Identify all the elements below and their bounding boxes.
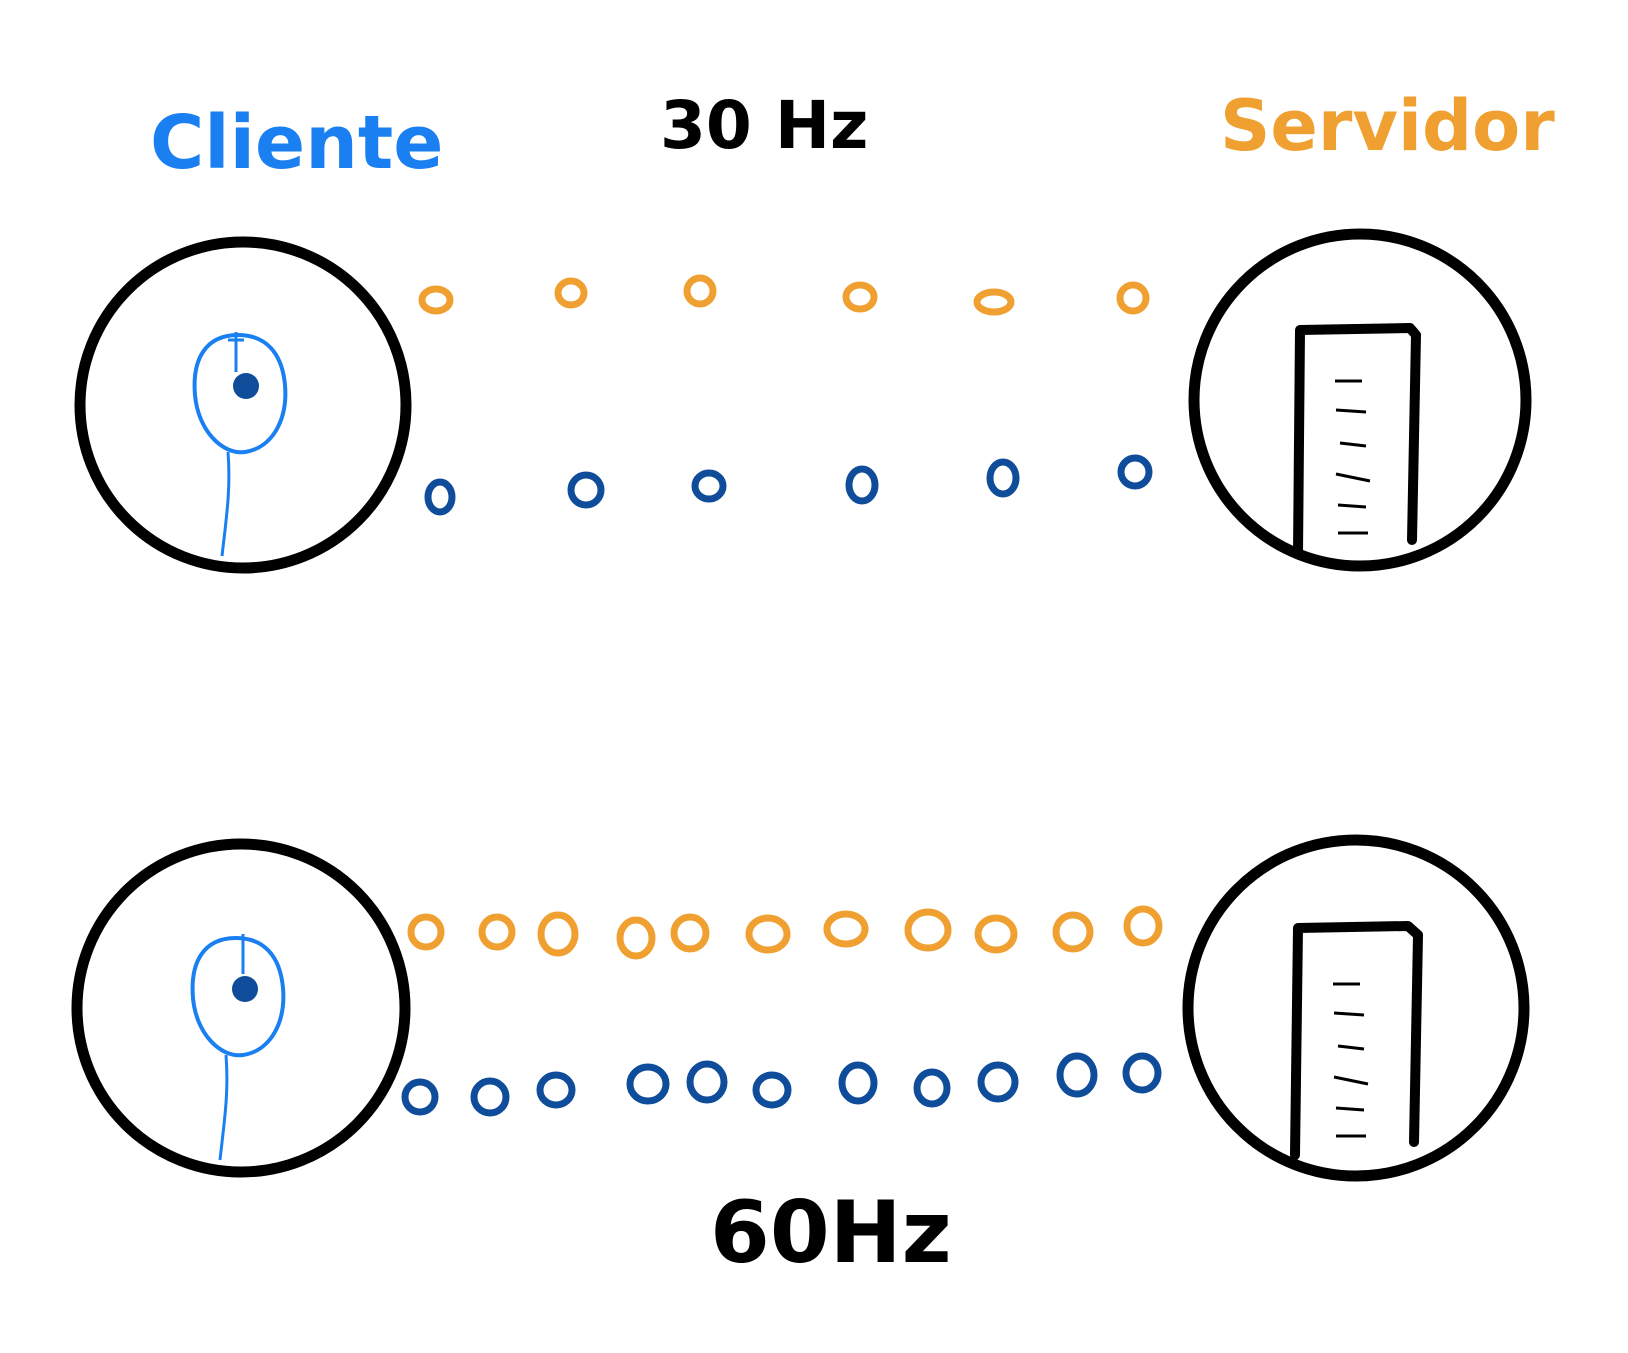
server-circle [1188,228,1532,572]
packet [567,471,605,509]
packet-lane-server-to-client [418,274,1150,316]
player-icon [192,332,288,557]
packet [1117,454,1153,490]
packet [418,285,454,315]
server-node [1188,228,1532,572]
packet [407,913,445,951]
packet [842,281,878,313]
packet [626,1063,670,1105]
packet [424,478,456,516]
scenario-30hz [74,228,1532,574]
packet [670,913,710,953]
packet [686,1060,728,1104]
packet [1056,1052,1098,1098]
packet [1122,1052,1162,1094]
packet [1116,281,1150,315]
packet [1123,905,1163,947]
packet [974,914,1018,954]
client-circle [71,838,411,1178]
scenario-60hz [71,834,1530,1182]
packet [536,1071,576,1109]
player-dot [233,373,259,399]
player-icon [190,934,286,1161]
packet [683,274,717,308]
packet [616,916,656,960]
client-label: Cliente [150,100,443,186]
packet [823,910,869,948]
server-node [1182,834,1530,1182]
rate-label-60hz: 60Hz [710,1183,952,1283]
packet [470,1077,510,1117]
client-circle [74,236,412,574]
server-label: Servidor [1220,85,1555,167]
packet [554,277,588,309]
packet [838,1061,878,1105]
packet-lane-server-to-client [407,905,1163,960]
packet [752,1071,792,1109]
packet [986,458,1020,498]
rate-label-30hz: 30 Hz [660,87,868,164]
packet [977,1061,1019,1103]
packet [1052,911,1094,953]
server-rack-icon [1293,323,1421,558]
player-dot [232,976,258,1002]
server-circle [1182,834,1530,1182]
packet [401,1078,439,1116]
packet [973,288,1015,316]
client-node [74,236,412,574]
packet [745,914,791,954]
packet-lane-client-to-server [401,1052,1162,1117]
packet [478,913,516,951]
packet [691,469,727,503]
packet-lane-client-to-server [424,454,1153,516]
packet [904,908,952,952]
packet [913,1068,951,1108]
packet [845,465,879,505]
server-rack-icon [1290,921,1423,1160]
packet [537,911,579,957]
client-node [71,838,411,1178]
